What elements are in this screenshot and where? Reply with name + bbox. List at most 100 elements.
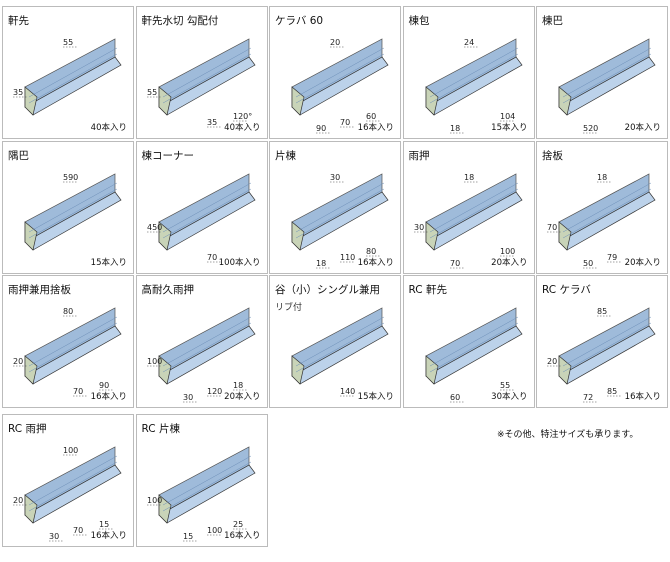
profile-rib-line — [562, 182, 652, 232]
dimension-label: 104 — [500, 112, 515, 121]
dimension-label: 120° — [233, 112, 252, 121]
dimension-label: 35 — [207, 118, 217, 127]
profile-rib-line — [429, 322, 518, 373]
dimension-label: 20 — [13, 357, 23, 366]
product-title: 雨押 — [408, 149, 430, 162]
dimension-label: 24 — [464, 38, 474, 47]
product-quantity: 15本入り — [491, 123, 528, 133]
dimension-label: 18 — [233, 381, 243, 390]
product-diagram: 55 60 — [424, 307, 523, 403]
product-title: 隅巴 — [8, 149, 29, 162]
dimension-label: 90 — [316, 124, 326, 133]
profile-rib-line — [28, 455, 118, 505]
product-title: ケラバ 60 — [275, 15, 324, 27]
dimension-label: 60 — [450, 393, 460, 402]
product-diagram: 140 — [291, 307, 389, 397]
product-subtitle: リブ付 — [275, 303, 303, 313]
dimension-label: 20 — [330, 38, 340, 47]
dimension-label: 55 — [500, 381, 510, 390]
profile-rib-line — [562, 53, 652, 104]
dimension-label: 450 — [147, 223, 162, 232]
product-quantity: 16本入り — [90, 530, 127, 541]
dimension-label: 30 — [183, 393, 193, 402]
product-title: RC ケラバ — [542, 284, 591, 296]
product-quantity: 20本入り — [624, 123, 661, 133]
dimension-label: 520 — [583, 124, 598, 133]
product-title: RC 片棟 — [141, 422, 180, 435]
profile-rib-line — [295, 53, 385, 104]
profile-rib-line — [295, 182, 385, 232]
dimension-label: 30 — [49, 532, 59, 541]
product-quantity: 16本入り — [357, 257, 394, 268]
product-quantity: 20本入り — [491, 257, 528, 268]
profile-rib-line — [162, 182, 251, 232]
product-cell: 100 120 18 30 高耐久雨押 20本入り — [135, 275, 268, 408]
product-diagram: 55 35 120° — [146, 38, 256, 128]
product-title: 谷（小）シングル兼用 — [275, 284, 380, 296]
product-quantity: 20本入り — [224, 392, 261, 402]
profile-end-face — [24, 86, 38, 116]
profile-rib-line — [295, 47, 385, 98]
profile-rib-line — [28, 316, 118, 367]
product-quantity: 100本入り — [218, 257, 261, 268]
dimension-label: 20 — [13, 496, 23, 505]
profile-end-face — [425, 86, 438, 116]
dimension-label: 55 — [147, 88, 157, 97]
dimension-label: 79 — [607, 253, 617, 262]
dimension-label: 90 — [99, 381, 109, 390]
product-title: 捨板 — [542, 149, 563, 162]
profile-end-face — [158, 220, 171, 251]
profile-end-face — [558, 355, 572, 385]
profile-rib-line — [429, 53, 518, 104]
dimension-label: 30 — [414, 223, 424, 232]
profile-rib-line — [28, 47, 118, 98]
profile-rib-line — [28, 188, 118, 238]
profile-rib-line — [28, 461, 118, 511]
profile-end-face — [425, 355, 438, 385]
profile-rib-line — [295, 188, 385, 238]
dimension-label: 35 — [13, 88, 23, 97]
dimension-label: 100 — [63, 446, 78, 455]
profile-rib-line — [28, 322, 118, 373]
profile-end-face — [291, 220, 305, 251]
dimension-label: 20 — [547, 357, 557, 366]
profile-rib-line — [162, 461, 251, 511]
profile-rib-line — [429, 47, 518, 98]
dimension-label: 100 — [147, 357, 162, 366]
product-quantity: 40本入り — [224, 123, 261, 133]
profile-rib-line — [295, 316, 385, 367]
profile-rib-line — [562, 188, 652, 238]
dimension-label: 120 — [207, 387, 222, 396]
profile-rib-line — [562, 316, 652, 367]
product-quantity: 16本入り — [624, 392, 661, 402]
profile-rib-line — [28, 182, 118, 232]
profile-end-face — [291, 355, 305, 385]
dimension-label: 70 — [207, 253, 217, 262]
dimension-label: 80 — [366, 247, 376, 256]
product-quantity: 16本入り — [357, 123, 394, 133]
dimension-label: 18 — [450, 124, 460, 133]
profile-rib-line — [162, 316, 251, 367]
dimension-label: 15 — [99, 520, 109, 529]
dimension-label: 70 — [547, 223, 557, 232]
dimension-label: 85 — [607, 387, 617, 396]
product-title: 高耐久雨押 — [141, 284, 195, 296]
profile-end-face — [158, 86, 171, 116]
product-diagram: 100 120 18 30 — [146, 307, 256, 403]
product-diagram: 104 18 24 — [424, 38, 523, 134]
